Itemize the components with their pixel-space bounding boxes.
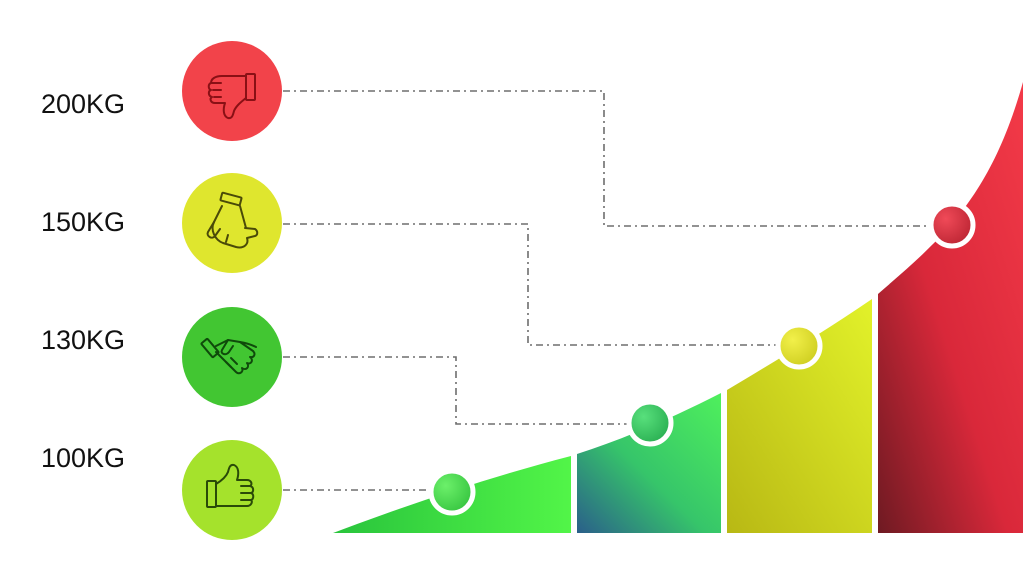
level-icon-200kg (182, 41, 282, 141)
growth-curve (333, 82, 1023, 533)
marker-130kg (626, 399, 674, 447)
connector-lines (283, 90, 936, 491)
marker-150kg (775, 322, 823, 370)
level-label-150kg: 150KG (41, 207, 125, 237)
marker-100kg (428, 468, 476, 516)
connector-200kg (283, 90, 936, 227)
level-circle-100kg (182, 440, 282, 540)
marker-200kg (928, 201, 976, 249)
thumbs-down-icon (207, 73, 256, 120)
so-so-hand-icon (206, 191, 259, 249)
level-circle-200kg (182, 41, 282, 141)
connector-150kg (283, 223, 784, 346)
level-label-130kg: 130KG (41, 325, 125, 355)
level-icon-150kg (182, 173, 282, 273)
level-circle-150kg (182, 173, 282, 273)
level-label-100kg: 100KG (41, 443, 125, 473)
level-icons (182, 41, 282, 540)
level-labels: 200KG 150KG 130KG 100KG (41, 89, 125, 473)
curve-segment-150kg (727, 299, 872, 533)
level-circle-130kg (182, 307, 282, 407)
level-icon-100kg (182, 440, 282, 540)
handshake-icon (200, 337, 257, 375)
level-icon-130kg (182, 307, 282, 407)
curve-segment-200kg (878, 82, 1023, 533)
connector-130kg (283, 356, 634, 425)
level-label-200kg: 200KG (41, 89, 125, 119)
curve-segment-130kg (577, 393, 721, 533)
thumbs-up-icon (206, 463, 255, 508)
curve-markers (428, 201, 976, 516)
